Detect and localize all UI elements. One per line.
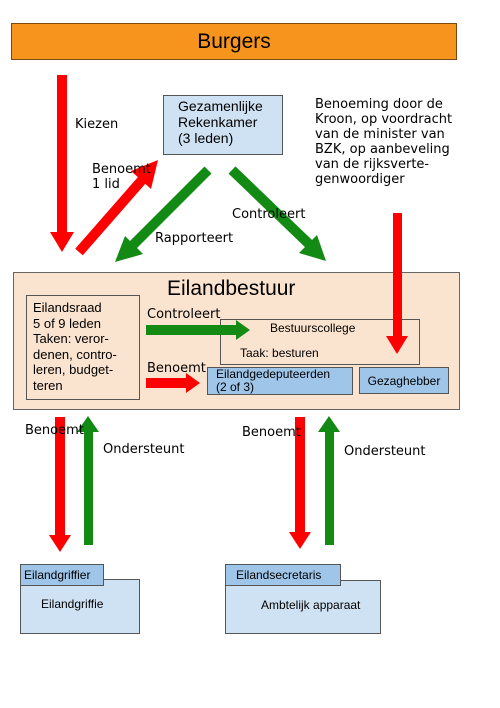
eilandbestuur-title: Eilandbestuur — [167, 277, 296, 300]
benoeming-note-line: Benoeming door de — [315, 97, 443, 112]
label-kiezen: Kiezen — [75, 117, 119, 132]
arrow-benoemt-mid — [146, 373, 200, 393]
eilandsraad-line: 5 of 9 leden — [33, 315, 101, 331]
arrow-rapporteert-head — [115, 236, 143, 262]
benoeming-note-line: genwoordiger — [315, 172, 405, 187]
arrow-benoemt-left-red — [49, 417, 71, 552]
benoeming-note: Benoeming door de Kroon, op voordracht v… — [315, 97, 452, 187]
burgers-box: Burgers — [11, 23, 457, 60]
label-benoemt-1lid: Benoemt 1 lid — [92, 162, 151, 192]
gedeputeerden-box: Eilandgedeputeerden (2 of 3) — [207, 367, 353, 395]
arrow-benoeming-kroon-red — [386, 213, 408, 354]
rekenkamer-box: Gezamenlijke Rekenkamer (3 leden) — [163, 95, 283, 155]
secretaris-body: Ambtelijk apparaat — [261, 598, 361, 612]
bestuurscollege-taak: Taak: besturen — [240, 346, 319, 360]
benoeming-note-line: van de minister van — [315, 127, 445, 142]
arrow-ondersteunt-left-green — [77, 416, 99, 545]
bestuurscollege-title: Bestuurscollege — [270, 321, 356, 335]
label-ondersteunt-left: Ondersteunt — [103, 442, 185, 457]
arrow-controleert-mid — [146, 320, 250, 340]
benoeming-note-line: BZK, op aanbeveling — [315, 142, 450, 157]
burgers-title: Burgers — [197, 29, 271, 53]
arrow-kiezen-red — [50, 75, 74, 252]
secretaris-box: Ambtelijk apparaat — [225, 580, 381, 634]
label-ondersteunt-right: Ondersteunt — [344, 444, 426, 459]
eilandsraad-line: leren, budget- — [33, 362, 114, 377]
secretaris-tab: Eilandsecretaris — [225, 564, 341, 586]
eilandsraad-line: teren — [33, 377, 63, 393]
rekenkamer-line: Gezamenlijke — [178, 98, 263, 114]
label-rapporteert: Rapporteert — [155, 231, 234, 246]
label-controleert-mid: Controleert — [147, 307, 221, 322]
gezaghebber-box: Gezaghebber — [359, 367, 449, 394]
rekenkamer-line: Rekenkamer — [178, 114, 258, 130]
label-controleert-top: Controleert — [232, 207, 306, 222]
label-benoemt-1lid-line: Benoemt — [92, 162, 151, 177]
label-benoemt-1lid-line: 1 lid — [92, 177, 120, 192]
benoeming-note-line: van de rijksverte- — [315, 157, 430, 172]
label-benoemt-mid: Benoemt — [147, 361, 206, 376]
eilandsraad-line: denen, contro- — [33, 346, 117, 362]
eilandsraad-box: Eilandsraad 5 of 9 leden Taken: veror- d… — [26, 295, 140, 400]
label-benoemt-right: Benoemt — [242, 425, 301, 440]
arrow-controleert-top-head — [299, 235, 326, 261]
eilandsraad-line: Taken: veror- — [33, 331, 109, 346]
label-benoemt-left: Benoemt — [25, 423, 84, 438]
arrow-ondersteunt-right-green — [318, 416, 340, 545]
eilandsraad-line: Eilandsraad — [33, 300, 102, 315]
arrow-rapporteert-shaft — [129, 166, 212, 249]
benoeming-note-line: Kroon, op voordracht — [315, 112, 453, 127]
gezaghebber-label: Gezaghebber — [367, 373, 441, 388]
bestuurscollege-box — [220, 319, 420, 365]
gedeputeerden-line: Eilandgedeputeerden — [216, 367, 331, 381]
secretaris-tab-label: Eilandsecretaris — [236, 568, 322, 582]
arrow-benoemt-1lid-shaft — [75, 176, 146, 256]
griffie-tab: Eilandgriffier — [20, 564, 104, 586]
griffie-body: Eilandgriffie — [41, 597, 104, 611]
rekenkamer-line: (3 leden) — [178, 130, 234, 146]
gedeputeerden-line: (2 of 3) — [216, 380, 255, 394]
arrow-controleert-top-shaft — [228, 166, 313, 248]
griffie-tab-label: Eilandgriffier — [24, 568, 91, 582]
arrow-benoemt-1lid-head — [131, 160, 158, 189]
arrow-benoemt-right-red — [289, 417, 311, 549]
